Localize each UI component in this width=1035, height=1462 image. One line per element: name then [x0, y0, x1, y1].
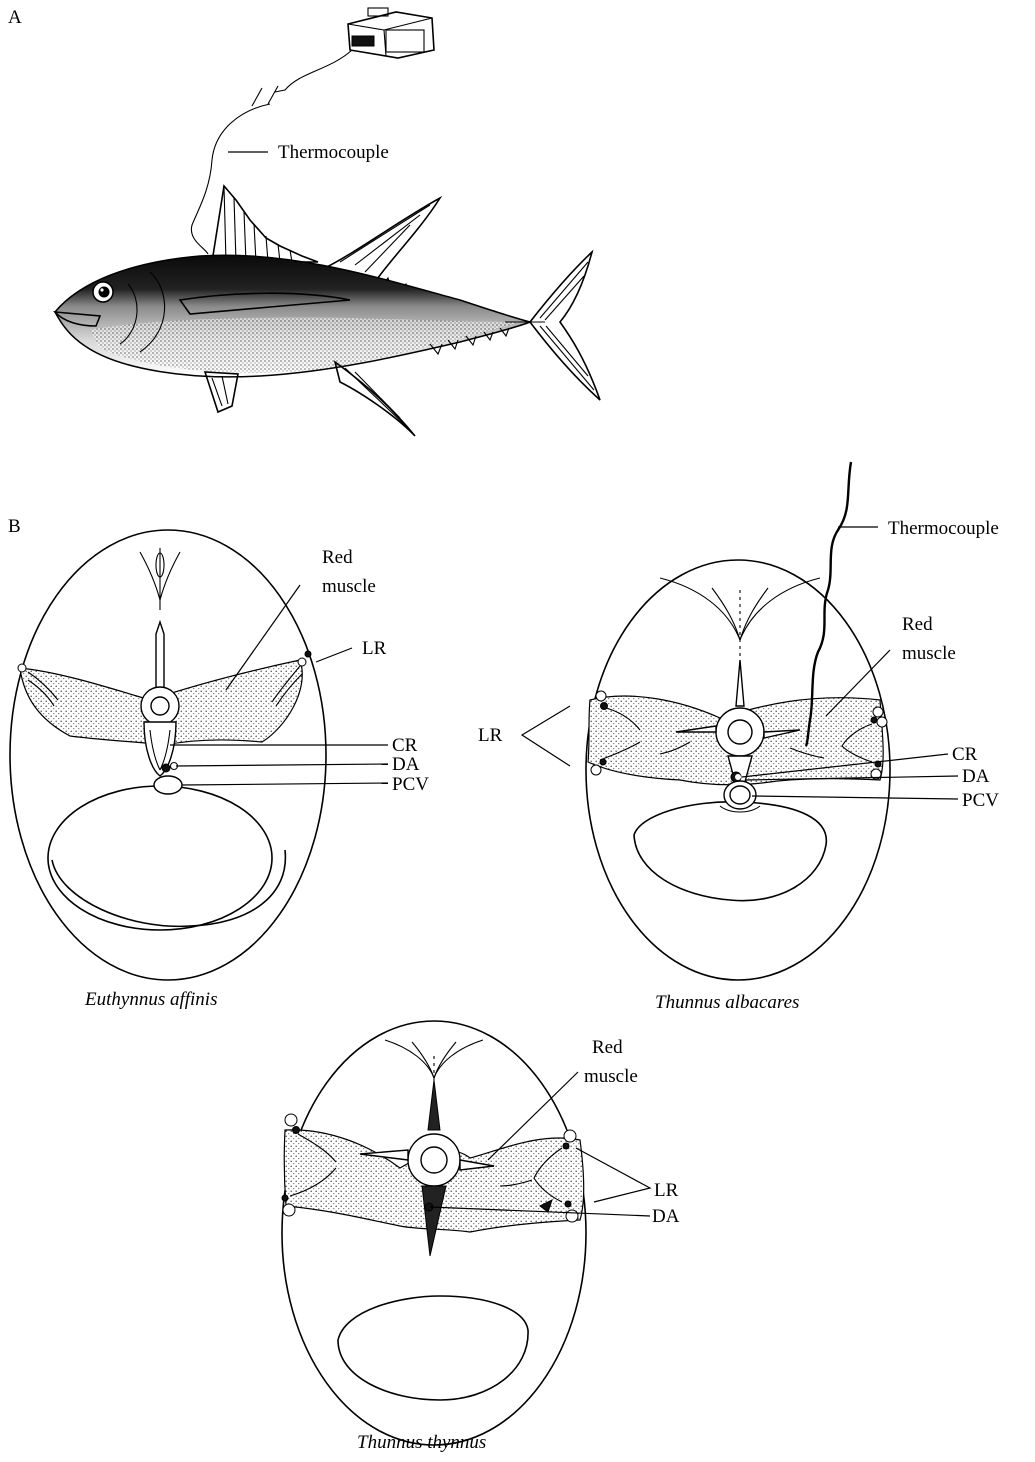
albacares-red-muscle-label-1: Red [902, 614, 933, 635]
thermometer-device-icon [348, 8, 434, 58]
albacares-red-muscle-label-2: muscle [902, 643, 956, 664]
yellowfin-tuna-illustration [55, 186, 600, 436]
albacares-pcv-label: PCV [962, 790, 999, 811]
thynnus-da-label: DA [652, 1206, 680, 1227]
thynnus-red-muscle-label-2: muscle [584, 1066, 638, 1087]
euthynnus-cross-section [10, 530, 326, 980]
euthynnus-red-muscle-label-1: Red [322, 547, 353, 568]
albacares-cross-section [586, 560, 890, 980]
panel-a-label: A [8, 7, 22, 28]
euthynnus-species-label: Euthynnus affinis [84, 989, 217, 1010]
panel-b-label: B [8, 516, 21, 537]
euthynnus-da-label: DA [392, 754, 420, 775]
albacares-species-label: Thunnus albacares [655, 992, 799, 1013]
thynnus-red-muscle-label-1: Red [592, 1037, 623, 1058]
thermocouple-label-b: Thermocouple [888, 518, 999, 539]
albacares-lr-label: LR [478, 725, 503, 746]
albacares-cr-label: CR [952, 744, 978, 765]
thynnus-species-label: Thunnus thynnus [357, 1432, 486, 1453]
euthynnus-lr-label: LR [362, 638, 387, 659]
thynnus-lr-label: LR [654, 1180, 679, 1201]
thermocouple-label-a: Thermocouple [278, 142, 389, 163]
albacares-da-label: DA [962, 766, 990, 787]
euthynnus-cr-label: CR [392, 735, 418, 756]
euthynnus-red-muscle-label-2: muscle [322, 576, 376, 597]
thynnus-cross-section [282, 1021, 586, 1445]
euthynnus-pcv-label: PCV [392, 774, 429, 795]
